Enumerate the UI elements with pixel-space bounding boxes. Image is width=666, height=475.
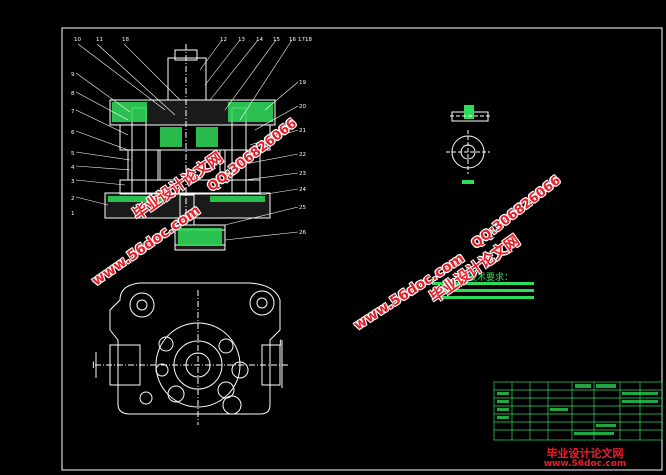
part-number-left: 8: [71, 91, 75, 97]
part-number-top: 18: [122, 37, 129, 43]
part-label-bar: [462, 180, 474, 184]
part-number-top: 10: [74, 37, 81, 43]
part-number-right: 20: [299, 104, 306, 110]
part-number-top: 13: [238, 37, 245, 43]
title-block-fill: [497, 384, 658, 435]
part-number-top: 11: [96, 37, 103, 43]
part-number-left: 7: [71, 109, 75, 115]
tech-requirements-lines: [432, 282, 534, 299]
part-number-top: 15: [273, 37, 280, 43]
part-number-left: 3: [71, 179, 75, 185]
leader-lines: [75, 39, 299, 241]
part-number-right: 21: [299, 128, 306, 134]
part-number-right: 22: [299, 152, 306, 158]
part-number-left: 6: [71, 130, 75, 136]
part-number-top: 17: [298, 37, 305, 43]
part-number-top: 16: [289, 37, 296, 43]
part-number-right: 24: [299, 187, 306, 193]
part-number-top: 14: [256, 37, 263, 43]
plan-view: [95, 282, 290, 425]
part-number-left: 2: [71, 196, 75, 202]
part-number-right: 26: [299, 230, 306, 236]
site-logo-name: 毕业设计论文网: [546, 447, 624, 460]
part-number-right: 19: [299, 80, 306, 86]
part-number-right: 25: [299, 205, 306, 211]
tech-requirements-title: 技术要求：: [468, 273, 514, 283]
part-number-left: 1: [71, 211, 75, 217]
part-number-top: 12: [220, 37, 227, 43]
part-number-left: 9: [71, 72, 75, 78]
section-mark-right: I: [279, 339, 282, 349]
part-number-left: 5: [71, 151, 75, 157]
drawing-frame: [61, 27, 663, 471]
part-view: [446, 105, 490, 174]
title-block: [493, 381, 663, 441]
part-number-top: 18: [305, 37, 312, 43]
site-logo-url: www.56doc.com: [543, 459, 627, 469]
part-number-left: 4: [71, 165, 75, 171]
site-logo: 毕业设计论文网 www.56doc.com: [510, 448, 660, 470]
section-mark-left: I: [92, 361, 95, 371]
part-number-right: 23: [299, 171, 306, 177]
